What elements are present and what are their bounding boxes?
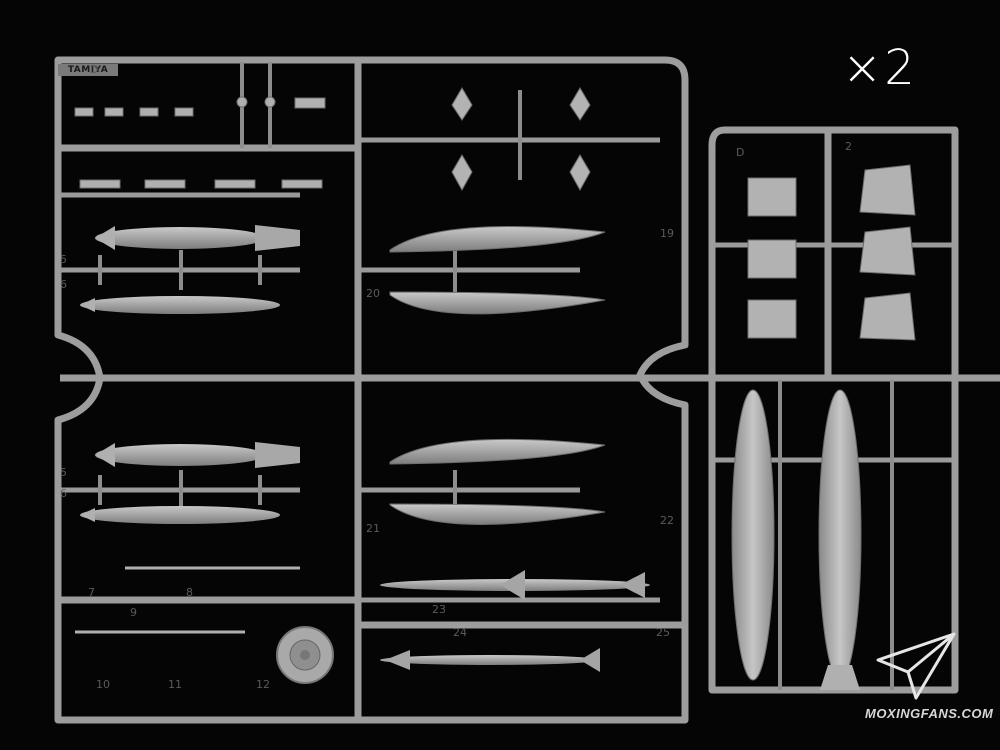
part-number: 19: [660, 227, 674, 240]
part-number: 20: [366, 287, 380, 300]
bomb-parts-lower: [80, 442, 300, 524]
part-number: 24: [453, 626, 467, 639]
part-number: 10: [96, 678, 110, 691]
part-number: 6: [60, 487, 67, 500]
part-number: 2: [845, 140, 852, 153]
part-number: 22: [660, 514, 674, 527]
part-number: 11: [168, 678, 182, 691]
part-number: 8: [186, 586, 193, 599]
missile-parts: [380, 570, 650, 672]
watermark-text: MOXINGFANS.COM: [865, 706, 994, 721]
part-number: 12: [256, 678, 270, 691]
fin-stack-parts: [747, 164, 916, 341]
drop-tank-parts: [731, 389, 862, 690]
wheel-part: [276, 626, 334, 684]
small-parts-top: [74, 96, 326, 189]
part-number: 23: [432, 603, 446, 616]
sprue-letter-right: D: [736, 146, 745, 159]
fin-parts: [451, 87, 591, 192]
part-number: 7: [88, 586, 95, 599]
paper-plane-logo: [876, 632, 956, 700]
part-number: 9: [130, 606, 137, 619]
main-sprue-frame: [54, 56, 1000, 724]
quantity-multiplier: ×2: [842, 40, 917, 96]
part-number: 25: [656, 626, 670, 639]
part-number: 6: [60, 278, 67, 291]
brand-label: TAMIYA: [58, 64, 118, 76]
sprue-letter: D: [90, 63, 99, 76]
part-number: 5: [60, 466, 67, 479]
part-number: 21: [366, 522, 380, 535]
part-number: 5: [60, 253, 67, 266]
bomb-parts-upper: [80, 225, 300, 314]
right-sprue-frame: [708, 126, 959, 694]
pylon-parts: [389, 225, 606, 525]
